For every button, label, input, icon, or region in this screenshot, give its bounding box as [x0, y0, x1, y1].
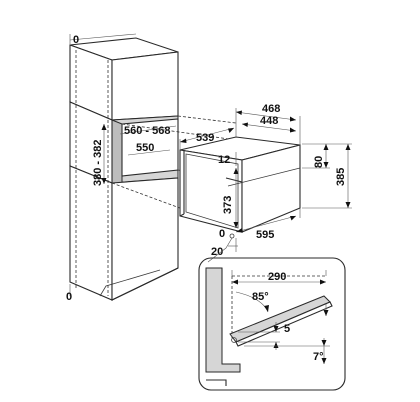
oven-depth-inner-label: 448 [260, 115, 278, 127]
oven-right-top-label: 80 [313, 156, 325, 168]
oven-width-label: 595 [256, 229, 274, 241]
top-zero-label: 0 [73, 34, 79, 46]
bottom-zero-label: 0 [66, 291, 72, 303]
oven-zero-label: 0 [219, 228, 225, 240]
niche-depth-label: 550 [136, 142, 154, 154]
door-detail: 290 85° 5 7° [198, 257, 346, 391]
oven-front-height-label: 373 [222, 196, 234, 214]
niche-height-label: 380 - 382 [92, 140, 104, 186]
oven-top-gap-label: 12 [218, 154, 230, 166]
door-gap-label: 5 [284, 323, 290, 335]
door-tilt-label: 7° [313, 351, 324, 363]
niche-dimensions: 560 - 568 550 380 - 382 [92, 124, 177, 186]
oven-total-height-label: 385 [335, 168, 347, 186]
reference-lines: 0 0 [66, 33, 137, 303]
door-angle-label: 85° [252, 291, 269, 303]
niche-width-label: 560 - 568 [124, 125, 170, 137]
oven-offset-label: 20 [211, 246, 223, 258]
door-depth-label: 290 [268, 271, 286, 283]
tall-cabinet [69, 37, 179, 301]
guide-lines [111, 115, 237, 229]
oven-top-depth-label: 539 [196, 132, 214, 144]
oven-depth-outer-label: 468 [262, 103, 280, 115]
oven [179, 136, 301, 233]
oven-dimensions: 468 448 539 12 373 80 385 [179, 103, 352, 263]
